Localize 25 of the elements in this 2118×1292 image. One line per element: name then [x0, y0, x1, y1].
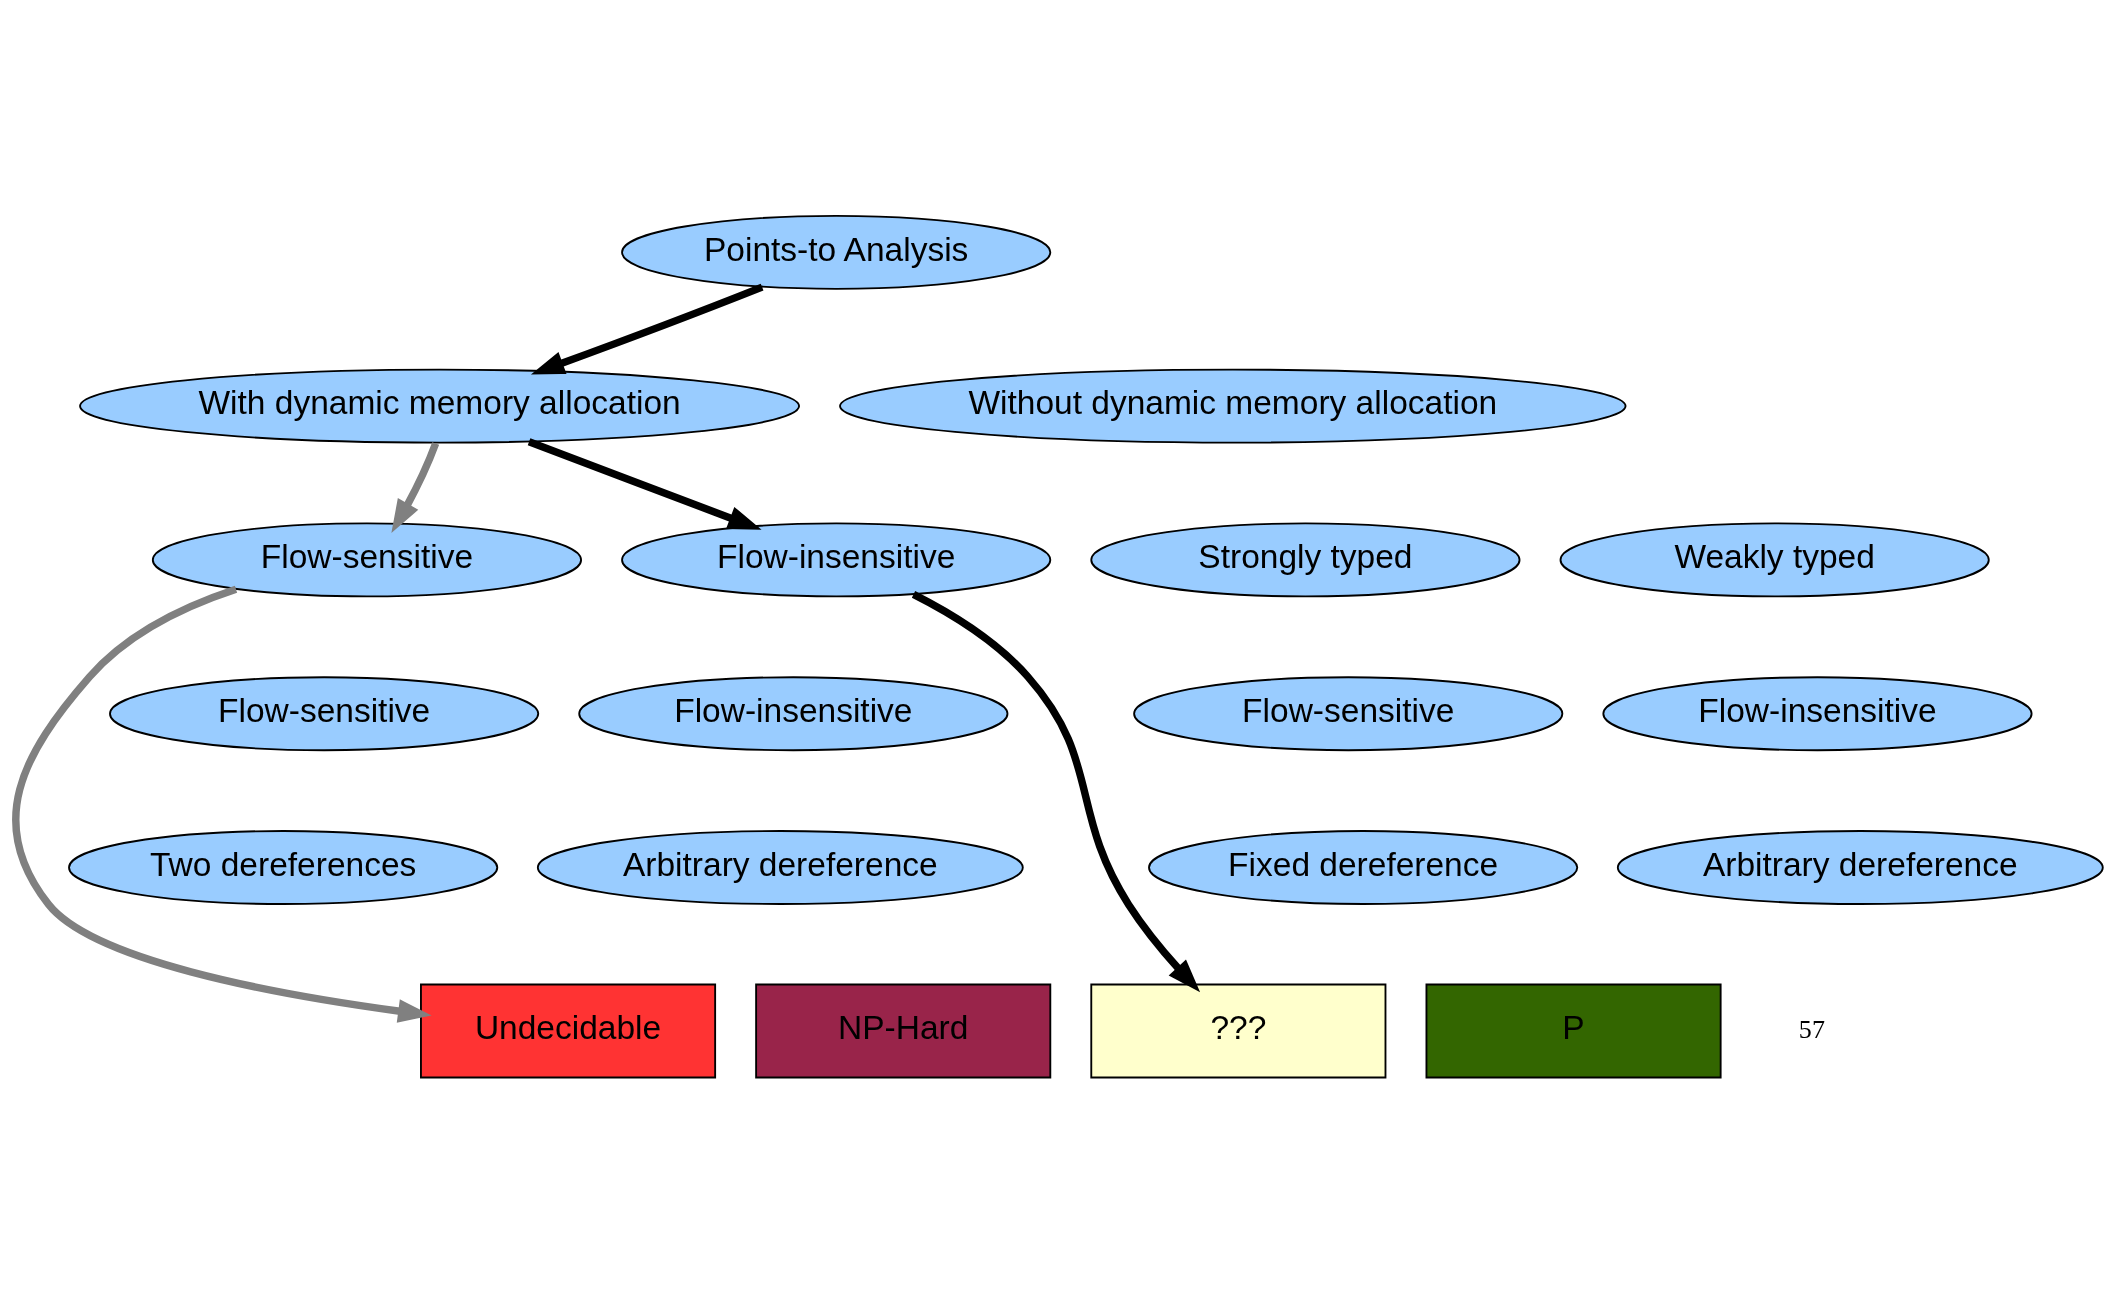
node-ellipse: Arbitrary dereference [536, 829, 1024, 905]
node-ellipse: Arbitrary dereference [1616, 829, 2104, 905]
node-ellipse: Flow-sensitive [1133, 675, 1564, 751]
node-box: P [1425, 983, 1722, 1078]
node-ellipse: Flow-insensitive [1602, 675, 2033, 751]
arrow [12, 585, 432, 1023]
label: 57 [1798, 1014, 1825, 1044]
node-box: ??? [1090, 983, 1387, 1078]
node-ellipse: Flow-sensitive [109, 675, 540, 751]
arrow [530, 283, 764, 374]
arrow [391, 441, 440, 533]
node-ellipse: Weakly typed [1559, 522, 1990, 597]
node-ellipse: With dynamic memory allocation [79, 368, 800, 444]
node-box: NP-Hard [755, 983, 1052, 1078]
node-ellipse: Without dynamic memory allocation [839, 368, 1627, 444]
node-ellipse: Strongly typed [1090, 522, 1521, 597]
node-box: Undecidable [420, 983, 717, 1078]
node-ellipse: Fixed dereference [1148, 829, 1579, 905]
arrow [527, 437, 762, 530]
node-ellipse: Flow-insensitive [621, 522, 1052, 597]
node-ellipse: Two dereferences [68, 829, 499, 905]
node-ellipse: Points-to Analysis [621, 214, 1052, 290]
node-ellipse: Flow-sensitive [151, 522, 582, 597]
node-ellipse: Flow-insensitive [578, 675, 1009, 751]
arrow [911, 590, 1201, 992]
